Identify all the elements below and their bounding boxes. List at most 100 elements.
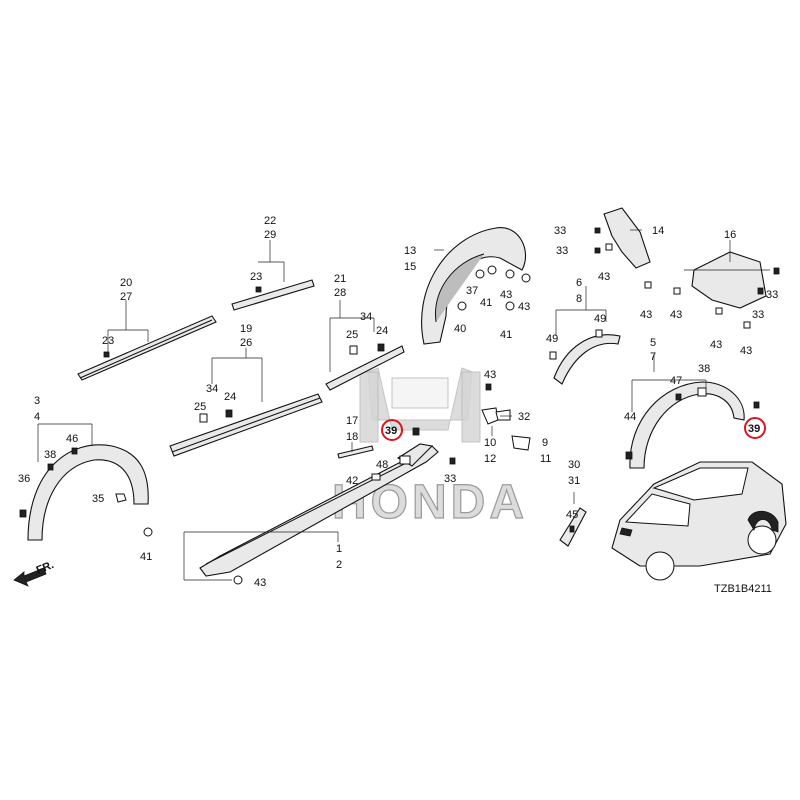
callout-33-a: 33 (444, 473, 456, 485)
part-door-molding-rear[interactable] (169, 393, 323, 457)
callout-12: 12 (484, 453, 496, 465)
callout-46: 46 (66, 433, 78, 445)
callout-42: 42 (346, 475, 358, 487)
clip-35[interactable] (115, 493, 127, 503)
clip-24-25[interactable] (199, 409, 233, 423)
clip-25-24-rear[interactable] (349, 343, 385, 355)
clip-33-sill[interactable] (449, 457, 456, 465)
callout-24-a: 24 (224, 391, 236, 403)
diagram-code-label: TZB1B4211 (714, 583, 772, 595)
callout-20: 20 (120, 277, 132, 289)
callout-35: 35 (92, 493, 104, 505)
callout-43-f: 43 (640, 309, 652, 321)
callout-25-a: 25 (194, 401, 206, 413)
callout-43-i: 43 (740, 345, 752, 357)
callout-13: 13 (404, 245, 416, 257)
callout-47: 47 (670, 375, 682, 387)
callout-40: 40 (454, 323, 466, 335)
callout-43-h: 43 (710, 339, 722, 351)
clip-39-front[interactable] (412, 427, 420, 436)
callout-7: 7 (650, 351, 656, 363)
part-front-wheel-arch[interactable] (27, 444, 149, 541)
callout-48: 48 (376, 459, 388, 471)
callout-11: 11 (540, 453, 551, 465)
callout-17: 17 (346, 415, 358, 427)
part-under-cover-rear[interactable] (691, 251, 767, 309)
callout-10: 10 (484, 437, 496, 449)
callout-43-b: 43 (518, 301, 530, 313)
callout-38-b: 38 (698, 363, 710, 375)
callout-44: 44 (624, 411, 636, 423)
honda-logo-watermark: HONDA (331, 367, 525, 530)
callout-23-a: 23 (102, 335, 114, 347)
callout-49-b: 49 (594, 313, 606, 325)
callout-25-b: 25 (346, 329, 358, 341)
inner-fender-fasteners[interactable] (457, 265, 531, 311)
clip-38-46[interactable] (47, 447, 78, 471)
clip-33-43-cover[interactable] (594, 227, 652, 289)
callout-45: 45 (566, 509, 578, 521)
clip-23-front[interactable] (103, 351, 110, 358)
callout-41-a: 41 (480, 297, 492, 309)
callout-29: 29 (264, 229, 276, 241)
callout-19: 19 (240, 323, 252, 335)
callout-41-b: 41 (500, 329, 512, 341)
clip-43-33-rear[interactable] (673, 267, 780, 329)
callout-27: 27 (120, 291, 132, 303)
clip-44-47-rear[interactable] (625, 387, 760, 460)
clip-36[interactable] (19, 509, 27, 518)
callout-labels: 1 2 3 4 5 6 7 8 9 10 11 12 13 14 15 16 1… (18, 215, 778, 595)
callout-33-c: 33 (556, 245, 568, 257)
part-brackets-center[interactable] (481, 383, 531, 451)
highlight-part-39 (381, 417, 766, 441)
callout-9: 9 (542, 437, 548, 449)
callout-43-a: 43 (500, 289, 512, 301)
callout-41-c: 41 (140, 551, 152, 563)
front-direction-arrow: FR. (13, 559, 56, 587)
callout-49-a: 49 (546, 333, 558, 345)
callout-39-b: 39 (748, 423, 760, 435)
vehicle-illustration (611, 461, 787, 581)
front-label: FR. (35, 559, 56, 577)
callout-33-e: 33 (766, 289, 778, 301)
callout-1: 1 (336, 543, 342, 555)
callout-34-a: 34 (206, 383, 218, 395)
callout-38-a: 38 (44, 449, 56, 461)
callout-8: 8 (576, 293, 582, 305)
clip-41-front[interactable] (143, 527, 153, 537)
clip-42[interactable] (371, 473, 381, 481)
callout-2: 2 (336, 559, 342, 571)
callout-34-b: 34 (360, 311, 372, 323)
callout-31: 31 (568, 475, 580, 487)
callout-30: 30 (568, 459, 580, 471)
part-roof-molding[interactable] (231, 279, 315, 311)
part-rear-wheel-arch[interactable] (629, 381, 745, 469)
callout-24-b: 24 (376, 325, 388, 337)
callout-36: 36 (18, 473, 30, 485)
clip-23-upper[interactable] (255, 286, 262, 293)
callout-43-d: 43 (254, 577, 266, 589)
callout-37: 37 (466, 285, 478, 297)
callout-33-b: 33 (554, 225, 566, 237)
part-pillar-garnish[interactable] (559, 507, 587, 547)
part-sill-strip[interactable] (337, 445, 374, 459)
callout-21: 21 (334, 273, 346, 285)
callout-16: 16 (724, 229, 736, 241)
part-front-inner-fender[interactable] (421, 227, 527, 345)
callout-33-d: 33 (752, 309, 764, 321)
part-door-molding-front[interactable] (77, 315, 217, 381)
clip-49[interactable] (549, 329, 603, 360)
callout-22: 22 (264, 215, 276, 227)
callout-43-g: 43 (670, 309, 682, 321)
part-under-cover-front[interactable] (603, 207, 651, 269)
callout-43-c: 43 (484, 369, 496, 381)
callout-3: 3 (34, 395, 40, 407)
part-rear-splash-guard[interactable] (553, 334, 621, 385)
callout-14: 14 (652, 225, 664, 237)
clip-48[interactable] (399, 455, 411, 465)
callout-43-e: 43 (598, 271, 610, 283)
callout-32: 32 (518, 411, 530, 423)
clip-43-sill[interactable] (233, 575, 243, 585)
part-rear-door-molding[interactable] (325, 345, 405, 391)
